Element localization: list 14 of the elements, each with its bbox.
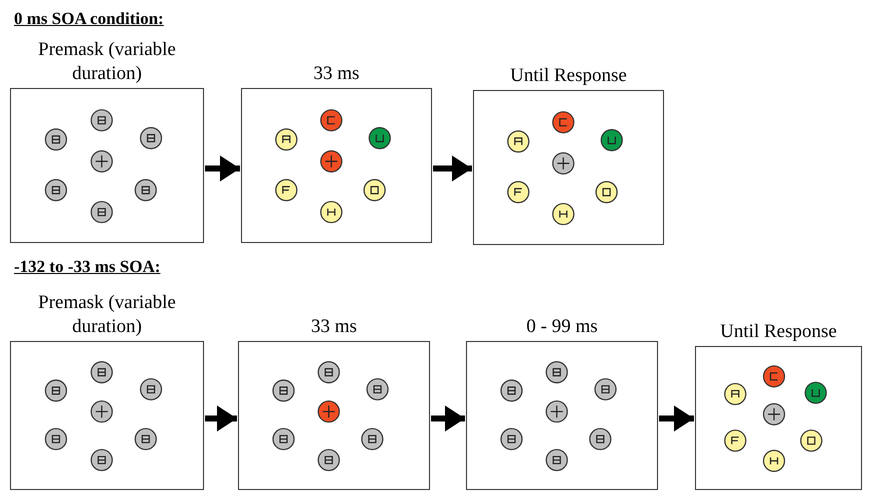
arrow xyxy=(431,406,465,432)
frame-caption: Premask (variable duration) xyxy=(37,291,177,339)
condition-heading: 0 ms SOA condition: xyxy=(14,8,164,30)
arrow xyxy=(205,156,240,182)
arrow xyxy=(433,156,472,182)
arrow xyxy=(659,406,694,432)
frame-caption: Premask (variable duration) xyxy=(37,38,177,86)
frame-caption: Until Response xyxy=(510,64,627,88)
frame-caption: Until Response xyxy=(720,320,837,344)
frame-caption: 33 ms xyxy=(314,62,360,86)
condition-heading: -132 to -33 ms SOA: xyxy=(14,256,160,278)
arrow xyxy=(205,406,237,432)
frame-caption: 33 ms xyxy=(311,315,357,339)
frame-caption: 0 - 99 ms xyxy=(526,315,598,339)
